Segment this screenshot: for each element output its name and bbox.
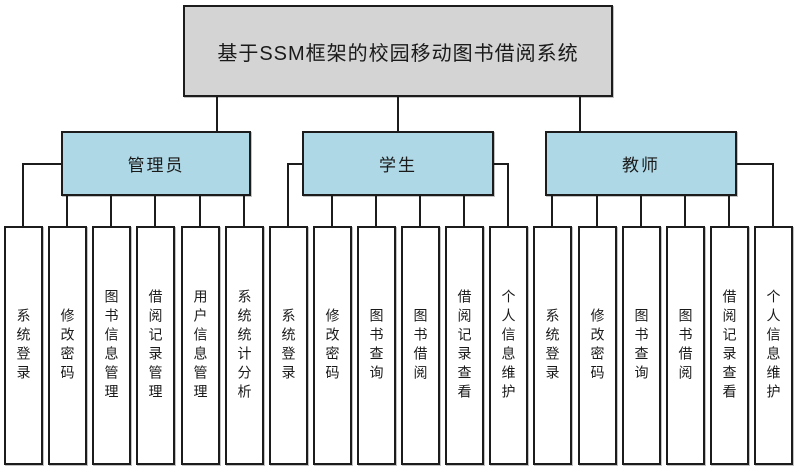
node-admin-label: 管理员 — [127, 156, 185, 175]
edge-root-teacher — [579, 96, 581, 132]
edge-student-leaf0-h — [287, 163, 304, 165]
admin-leaf-system-stats: 系统统计分析 — [225, 226, 264, 465]
edge-root-student — [397, 96, 399, 132]
leaf-label: 系统统计分析 — [236, 288, 253, 403]
node-student-label: 学生 — [379, 156, 417, 175]
leaf-label: 图书借阅 — [677, 307, 694, 384]
edge-teacher-leaf1 — [596, 195, 598, 226]
edge-admin-leaf2 — [110, 195, 112, 226]
edge-root-admin — [216, 96, 218, 132]
leaf-label: 图书借阅 — [412, 307, 429, 384]
leaf-label: 个人信息维护 — [765, 288, 782, 403]
leaf-label: 修改密码 — [324, 307, 341, 384]
admin-leaf-user-info-mgmt: 用户信息管理 — [181, 226, 220, 465]
node-teacher-label: 教师 — [622, 156, 660, 175]
leaf-label: 系统登录 — [280, 307, 297, 384]
edge-student-leaf0-v — [287, 163, 289, 226]
student-leaf-book-search: 图书查询 — [357, 226, 396, 465]
student-leaf-change-password: 修改密码 — [313, 226, 352, 465]
edge-teacher-leaf0 — [551, 195, 553, 226]
leaf-label: 图书信息管理 — [103, 288, 120, 403]
admin-leaf-system-login: 系统登录 — [4, 226, 43, 465]
teacher-leaf-system-login: 系统登录 — [533, 226, 572, 465]
edge-teacher-leaf2 — [640, 195, 642, 226]
leaf-label: 个人信息维护 — [500, 288, 517, 403]
edge-admin-leaf3 — [154, 195, 156, 226]
teacher-leaf-personal-info: 个人信息维护 — [754, 226, 793, 465]
student-leaf-personal-info: 个人信息维护 — [489, 226, 528, 465]
admin-leaf-book-info-mgmt: 图书信息管理 — [92, 226, 131, 465]
teacher-leaf-borrow-record-view: 借阅记录查看 — [710, 226, 749, 465]
root-node-label: 基于SSM框架的校园移动图书借阅系统 — [217, 42, 579, 65]
leaf-label: 图书查询 — [633, 307, 650, 384]
leaf-label: 用户信息管理 — [192, 288, 209, 403]
edge-student-leaf1 — [331, 195, 333, 226]
leaf-label: 系统登录 — [544, 307, 561, 384]
edge-admin-leaf0-h — [22, 163, 63, 165]
edge-student-leaf3 — [419, 195, 421, 226]
student-leaf-system-login: 系统登录 — [269, 226, 308, 465]
leaf-label: 借阅记录查看 — [456, 288, 473, 403]
node-student: 学生 — [302, 131, 494, 196]
edge-student-leaf2 — [375, 195, 377, 226]
teacher-leaf-book-borrow: 图书借阅 — [666, 226, 705, 465]
root-node: 基于SSM框架的校园移动图书借阅系统 — [183, 5, 613, 97]
node-admin: 管理员 — [61, 131, 251, 196]
edge-teacher-leaf5-v — [772, 163, 774, 226]
edge-admin-leaf5 — [243, 195, 245, 226]
leaf-label: 修改密码 — [59, 307, 76, 384]
edge-admin-leaf0-v — [22, 163, 24, 226]
leaf-label: 修改密码 — [589, 307, 606, 384]
student-leaf-book-borrow: 图书借阅 — [401, 226, 440, 465]
edge-teacher-leaf3 — [684, 195, 686, 226]
leaf-label: 借阅记录管理 — [147, 288, 164, 403]
student-leaf-borrow-record-view: 借阅记录查看 — [445, 226, 484, 465]
admin-leaf-change-password: 修改密码 — [48, 226, 87, 465]
edge-admin-leaf1 — [66, 195, 68, 226]
edge-teacher-leaf5-h — [735, 163, 774, 165]
leaf-label: 借阅记录查看 — [721, 288, 738, 403]
edge-teacher-leaf4 — [728, 195, 730, 226]
admin-leaf-borrow-record-mgmt: 借阅记录管理 — [136, 226, 175, 465]
leaf-label: 系统登录 — [15, 307, 32, 384]
teacher-leaf-book-search: 图书查询 — [622, 226, 661, 465]
edge-admin-leaf4 — [199, 195, 201, 226]
teacher-leaf-change-password: 修改密码 — [578, 226, 617, 465]
edge-student-leaf5-v — [507, 163, 509, 226]
edge-student-leaf4 — [463, 195, 465, 226]
edge-student-leaf5-h — [492, 163, 509, 165]
node-teacher: 教师 — [545, 131, 737, 196]
leaf-label: 图书查询 — [368, 307, 385, 384]
